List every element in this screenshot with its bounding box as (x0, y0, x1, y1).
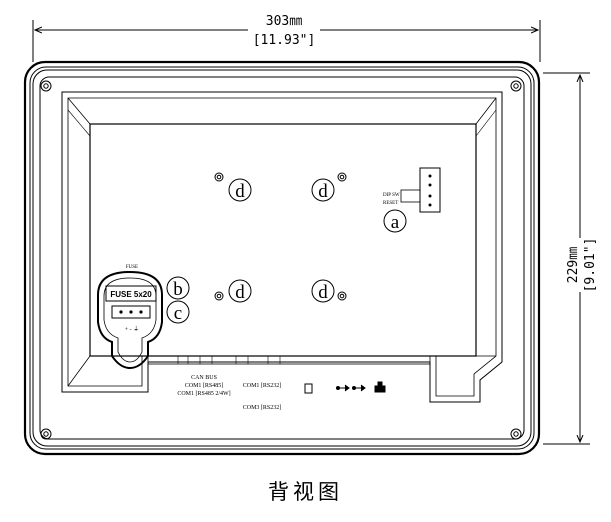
callout-d-1: d (235, 181, 245, 202)
com1-rs485-label: COM1 [RS485] (185, 383, 224, 389)
callout-d-4: d (318, 282, 328, 303)
view-caption: 背视图 (268, 480, 343, 504)
width-mm-label: 303㎜ (266, 14, 302, 29)
callout-d-group: d d d d (228, 178, 335, 303)
port-icons (304, 381, 386, 394)
usb-icon-1 (336, 384, 350, 392)
width-dimension: 303㎜ [11.93"] (32, 14, 541, 62)
callout-a: a (391, 212, 400, 233)
housing (23, 60, 541, 456)
usb-icon-2 (352, 384, 366, 392)
mount-holes (214, 172, 347, 301)
port-labels: CAN BUS COM1 [RS485] COM1 [RS485 2/4W] C… (177, 375, 281, 411)
height-dimension: 229㎜ [9.01"] (543, 72, 598, 445)
callout-d-2: d (318, 181, 328, 202)
corner-screws (40, 80, 522, 440)
callout-b: b (173, 279, 183, 300)
com1-rs232-label: COM1 [RS232] (243, 383, 282, 389)
callout-d-3: d (235, 282, 245, 303)
ethernet-icon (374, 381, 386, 393)
power-module: FUSE FUSE 5x20 + - ⏚ b c (97, 265, 190, 370)
dip-switch-area: DIP SW RESET a (383, 167, 441, 233)
reset-label: RESET (383, 201, 398, 206)
can-bus-label: CAN BUS (191, 375, 217, 381)
com3-rs232-label: COM3 [RS232] (243, 405, 282, 411)
com1-rs485-24w-label: COM1 [RS485 2/4W] (177, 391, 230, 397)
height-mm-label: 229㎜ (566, 247, 581, 283)
callout-c: c (174, 303, 182, 324)
dip-sw-label: DIP SW (383, 193, 400, 198)
fuse-value-label: FUSE 5x20 (110, 290, 152, 299)
sd-card-icon (304, 383, 313, 394)
width-inch-label: [11.93"] (253, 33, 316, 48)
fuse-title-label: FUSE (126, 265, 138, 270)
height-inch-label: [9.01"] (583, 238, 598, 293)
power-polarity-label: + - ⏚ (125, 326, 139, 333)
